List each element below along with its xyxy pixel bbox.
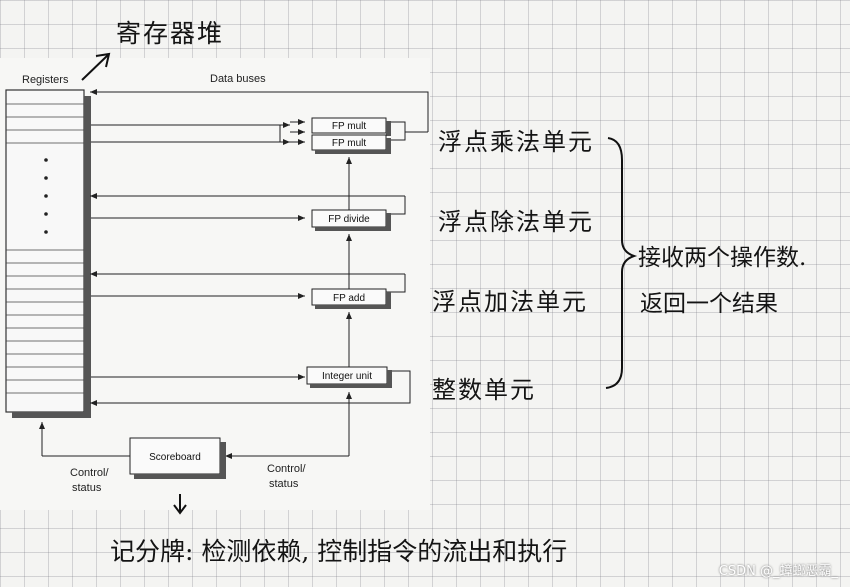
register-heap-arrow — [81, 54, 109, 81]
scoreboard-label: Scoreboard — [149, 452, 201, 463]
control-bus-right — [225, 157, 352, 459]
ellipsis-dots — [44, 158, 48, 234]
fp-mult-unit-1: FP mult — [311, 117, 391, 136]
data-buses-label: Data buses — [210, 73, 266, 85]
integer-unit-buses — [90, 370, 411, 406]
control-status-left-line2: status — [72, 482, 102, 494]
fp-add-buses — [90, 271, 406, 299]
curly-brace — [605, 137, 638, 389]
integer-unit: Integer unit — [306, 366, 392, 388]
fp-mult-unit-2: FP mult — [311, 134, 391, 154]
integer-note: 整数单元 — [432, 376, 536, 404]
fp-div-note: 浮点除法单元 — [438, 208, 594, 236]
fp-divide-label: FP divide — [328, 214, 370, 225]
fp-divide-buses — [90, 193, 406, 221]
integer-unit-label: Integer unit — [322, 371, 372, 382]
registers-label: Registers — [22, 74, 69, 86]
control-status-right-line1: Control/ — [267, 463, 306, 475]
control-bus-left — [39, 422, 130, 457]
fp-add-note: 浮点加法单元 — [432, 288, 588, 316]
register-file — [5, 89, 91, 418]
control-status-right-line2: status — [269, 478, 299, 490]
fp-mult-1-label: FP mult — [332, 121, 366, 132]
control-status-left-line1: Control/ — [70, 467, 109, 479]
fp-add-unit: FP add — [311, 288, 391, 309]
fp-mult-buses — [90, 89, 429, 145]
return-result-note: 返回一个结果 — [640, 291, 778, 317]
receive-operands-note: 接收两个操作数. — [638, 245, 807, 271]
fp-divide-unit: FP divide — [311, 209, 391, 231]
register-heap-note: 寄存器堆 — [116, 19, 225, 48]
fp-add-label: FP add — [333, 293, 365, 304]
scoreboard-note: 记分牌: 检测依赖, 控制指令的流出和执行 — [110, 537, 568, 566]
scoreboard-box: Scoreboard — [129, 437, 226, 479]
fp-mult-note: 浮点乘法单元 — [438, 128, 594, 156]
watermark: CSDN @_蟑螂恶霸_ — [718, 564, 838, 579]
fp-mult-2-label: FP mult — [332, 138, 366, 149]
